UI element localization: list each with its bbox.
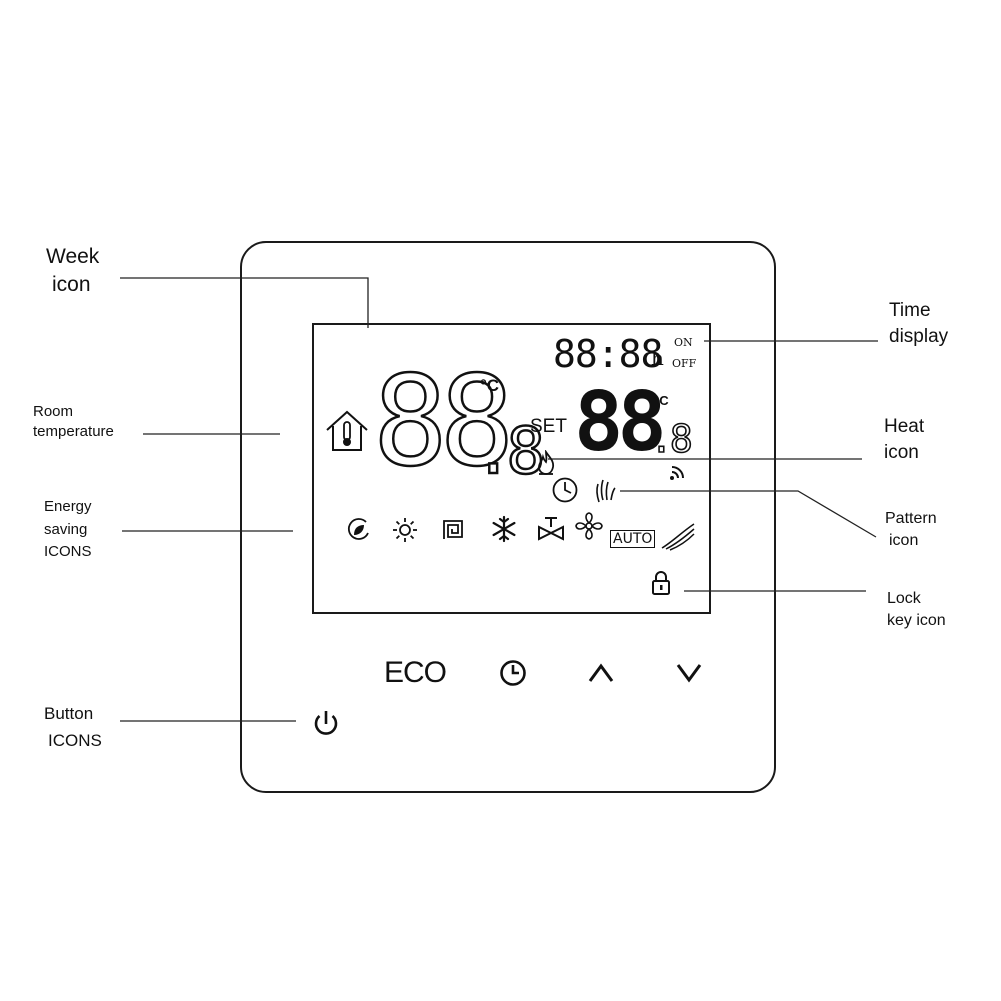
clock-icon [552, 477, 578, 503]
clock-button-icon [500, 660, 526, 686]
week-icon-label: Week icon [46, 243, 99, 300]
set-temperature-decimal: .8 [649, 417, 693, 461]
eco-button[interactable]: ECO [383, 656, 447, 689]
lock-icon [652, 571, 670, 595]
time-display-label: Time display [889, 298, 948, 349]
time-display: 88:88 [553, 332, 663, 376]
lock-key-icon-label: Lock key icon [887, 588, 946, 631]
room-temperature-unit: °C [480, 376, 500, 395]
set-label: SET [530, 416, 567, 437]
room-temperature-label-line1: Room [33, 403, 74, 420]
time-unit: h [651, 346, 664, 370]
energy-saving-label: Energy saving ICONS [44, 496, 92, 564]
week-icon-label-line1: Week [46, 245, 100, 268]
wifi-icon [670, 466, 684, 480]
time-display-label-line1: Time [889, 300, 931, 321]
room-temperature-label: Room temperature [33, 402, 114, 443]
thermostat-device [240, 241, 776, 793]
eco-leaf-icon [347, 518, 369, 540]
heat-icon-label-line1: Heat [884, 416, 925, 437]
flame-icon [538, 450, 555, 475]
heat-icon-label-line2: icon [884, 441, 919, 463]
chevron-down-icon [676, 664, 702, 683]
floor-heating-icon [443, 520, 463, 539]
heat-icon-label: Heat icon [884, 414, 924, 465]
room-temperature-label-line2: temperature [33, 423, 114, 441]
clock-button[interactable] [496, 656, 530, 690]
wind-icon [661, 523, 695, 551]
button-icons-label: Button ICONS [44, 700, 102, 754]
energy-saving-label-line3: ICONS [44, 543, 92, 560]
chevron-up-icon [588, 663, 614, 682]
lcd-screen [312, 323, 711, 614]
button-icons-label-line1: Button [44, 704, 94, 723]
on-label: ON [674, 336, 693, 349]
week-icon-label-line2: icon [52, 273, 91, 297]
room-temperature-digits: 88 [372, 350, 516, 494]
hand-icon [596, 479, 616, 503]
power-icon [314, 711, 338, 735]
sun-icon [393, 518, 417, 542]
fan-icon [575, 512, 603, 540]
lock-key-icon-label-line2: key icon [887, 611, 946, 629]
power-button[interactable] [308, 706, 344, 742]
energy-saving-label-line2: saving [44, 520, 88, 538]
pattern-icon-label-line1: Pattern [885, 510, 937, 527]
auto-badge: AUTO [610, 530, 656, 548]
set-temperature-digits: 88 [574, 375, 667, 470]
lock-key-icon-label-line1: Lock [887, 590, 921, 607]
button-icons-label-line2: ICONS [48, 731, 102, 751]
time-display-label-line2: display [889, 325, 949, 347]
week-icon-leader [120, 277, 369, 328]
house-thermometer-icon [326, 410, 368, 451]
pattern-icon-leader [620, 490, 877, 538]
snowflake-icon [492, 515, 516, 543]
pattern-icon-label-line2: icon [889, 531, 919, 549]
off-label: OFF [672, 357, 697, 370]
up-button[interactable] [584, 656, 618, 690]
down-button[interactable] [672, 656, 706, 690]
room-temperature-decimal: .8 [473, 415, 547, 489]
pattern-icon-label: Pattern icon [885, 508, 937, 551]
valve-icon [538, 517, 564, 541]
set-temperature-unit: °C [654, 393, 669, 408]
energy-saving-label-line1: Energy [44, 498, 92, 515]
